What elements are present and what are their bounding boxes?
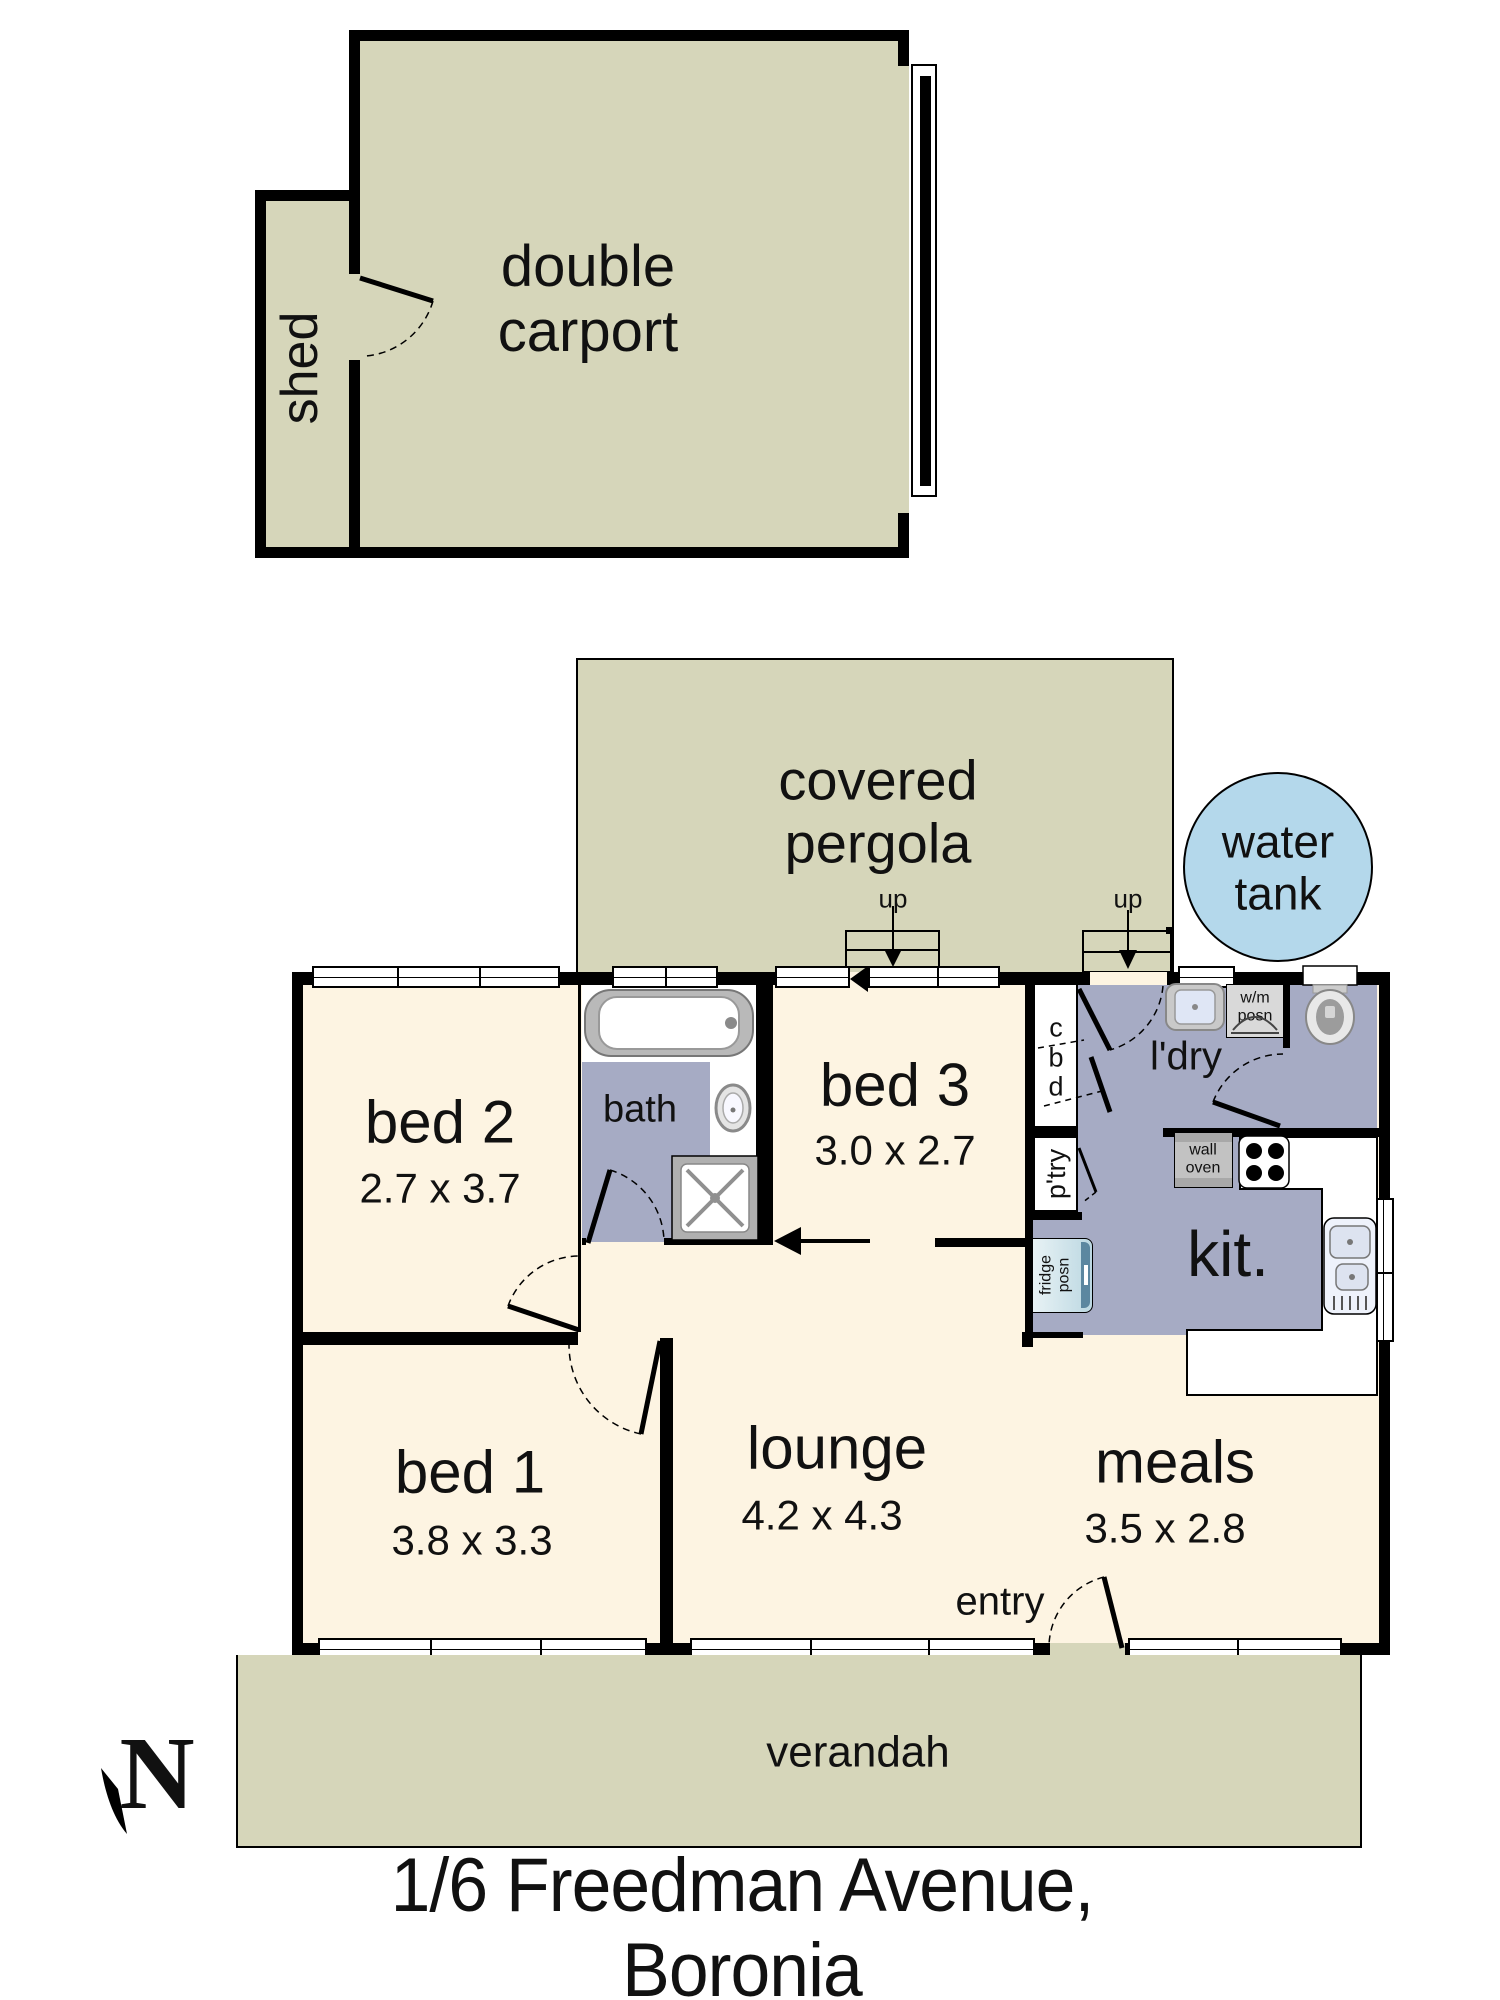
carport-label: double carport [497,234,679,364]
wall-hall-bottom [292,1332,578,1345]
kitchen-label: kit. [1187,1218,1269,1291]
bed3-label: bed 3 [819,1051,971,1119]
wall-top-5 [1167,972,1178,985]
window-bed3-right [868,966,1000,988]
pergola-label: covered pergola [778,748,978,874]
north-letter: N [119,1715,195,1831]
pantry-label: p'try [1040,1148,1071,1200]
wall-wc [1283,985,1290,1048]
wall-right-lower [1379,1340,1390,1655]
wall-kitchen-stub [1033,1332,1083,1338]
entry-porch [1050,1643,1125,1655]
wall-bath-bottom-a [582,1238,586,1245]
carport-wall-top [349,30,909,41]
carport-wall-right-upper [898,30,909,66]
wall-bottom-2 [647,1643,690,1655]
wall-bath-bed3 [756,985,773,1245]
shed-wall-bottom [255,547,360,558]
wall-cupboard-column [1025,985,1033,1338]
verandah-label: verandah [766,1727,950,1777]
wall-bed1-lounge [660,1338,673,1643]
wall-top-3 [718,972,775,985]
shed-wall-left [255,190,266,558]
carport-roller-door-panel [920,76,931,486]
plan-title: 1/6 Freedman Avenue, Boronia [390,1842,1095,2000]
wall-top-6 [1235,972,1303,985]
pergola-floor [576,658,1174,978]
wall-bottom-5 [1342,1643,1390,1655]
entry-label: entry [955,1579,1045,1624]
wall-oven-label: wall oven [1185,1141,1221,1177]
bed3-dims: 3.0 x 2.7 [814,1126,976,1174]
stairs-right-post [1166,927,1173,934]
shed-label: shed [270,311,329,425]
pantry-box [1033,1136,1078,1212]
bath-label: bath [603,1088,677,1131]
window-bath [612,966,718,988]
up-label-right: up [1113,883,1143,914]
wall-bottom-3 [1035,1643,1050,1655]
wall-cupboard-nub-1 [1032,1128,1078,1136]
wall-laundry-bottom [1163,1128,1390,1137]
window-bed2 [312,966,560,988]
carport-wall-right-lower [898,513,909,558]
carport-wall-left-lower [349,360,360,558]
lounge-dims: 4.2 x 4.3 [741,1491,903,1539]
meals-dims: 3.5 x 2.8 [1084,1504,1246,1552]
bed2-dims: 2.7 x 3.7 [359,1164,521,1212]
bed1-label: bed 1 [394,1438,546,1506]
wall-bed2-bath [578,985,581,1332]
wall-top-2 [560,972,612,985]
bed2-label: bed 2 [364,1088,516,1156]
water-tank [1183,772,1373,962]
carport-floor [349,30,909,558]
wall-kitchen-stub-foot [1022,1332,1033,1347]
water-tank-label: water tank [1221,815,1335,919]
fridge-handle [1084,1265,1088,1285]
wall-right-upper [1379,972,1390,1200]
up-label-left: up [878,883,908,914]
verandah-floor [236,1655,1362,1848]
wall-bed3-bottom [935,1238,1033,1247]
carport-wall-left-upper [349,30,360,274]
wall-bottom-4 [1123,1643,1128,1655]
window-kitchen [1371,1198,1394,1342]
wall-cupboard-nub-2 [1032,1212,1082,1220]
shed-wall-top [255,190,360,201]
wall-oven-cap-bottom [1175,1178,1232,1187]
wall-bottom-1 [292,1643,318,1655]
cupboard-label: c b d [1048,1012,1064,1102]
washing-machine-label: w/m posn [1237,989,1273,1025]
bed1-dims: 3.8 x 3.3 [391,1516,553,1564]
wall-bath-bottom-b [664,1238,773,1245]
window-bed3-left [775,966,850,988]
fridge-label: fridge posn [1037,1254,1073,1296]
carport-wall-bottom [349,547,909,558]
wall-top-4 [1000,972,1090,985]
wall-left [292,972,303,1655]
meals-label: meals [1094,1428,1256,1496]
fridge-position [1032,1238,1093,1313]
stairs-left-tread-line [845,949,940,951]
lounge-label: lounge [746,1414,928,1482]
stairs-right-tread-line [1082,951,1172,953]
shed-floor [255,190,360,558]
laundry-label: l'dry [1149,1034,1223,1079]
